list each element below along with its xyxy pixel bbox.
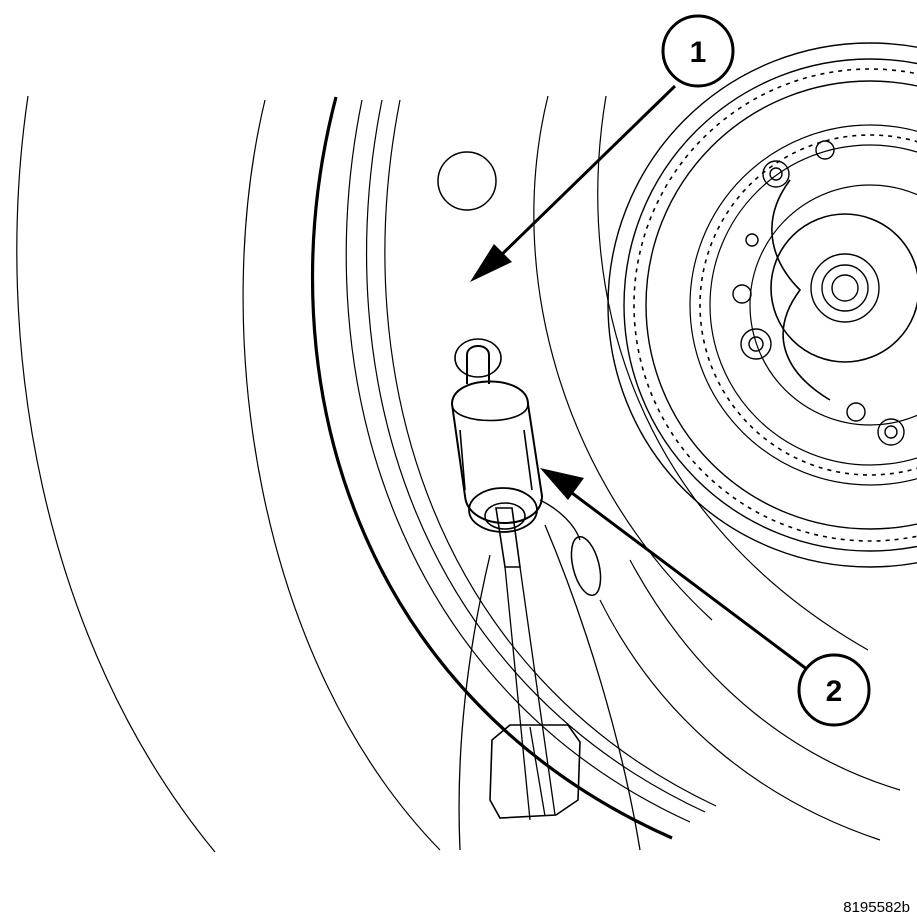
housing-outer-arcs [16,95,441,853]
bolt-hole [454,338,502,378]
callout-circle-1 [661,14,735,88]
callout-2: 2 [540,468,871,727]
callout-1: 1 [470,14,735,282]
ratchet-extension [458,507,641,851]
figure-id: 8195582b [843,899,910,916]
torque-converter [607,42,917,568]
arrowhead-1 [470,244,512,282]
leader-line-2 [567,488,809,672]
arrowhead-2 [540,468,584,500]
leader-line-1 [491,84,677,265]
callout-label-1: 1 [690,36,707,69]
mounting-hole [437,151,497,211]
plate-slot [570,535,602,597]
callout-label-2: 2 [826,675,843,708]
callout-circle-2 [797,653,871,727]
flexplate [310,95,901,841]
socket-tool [450,345,544,533]
